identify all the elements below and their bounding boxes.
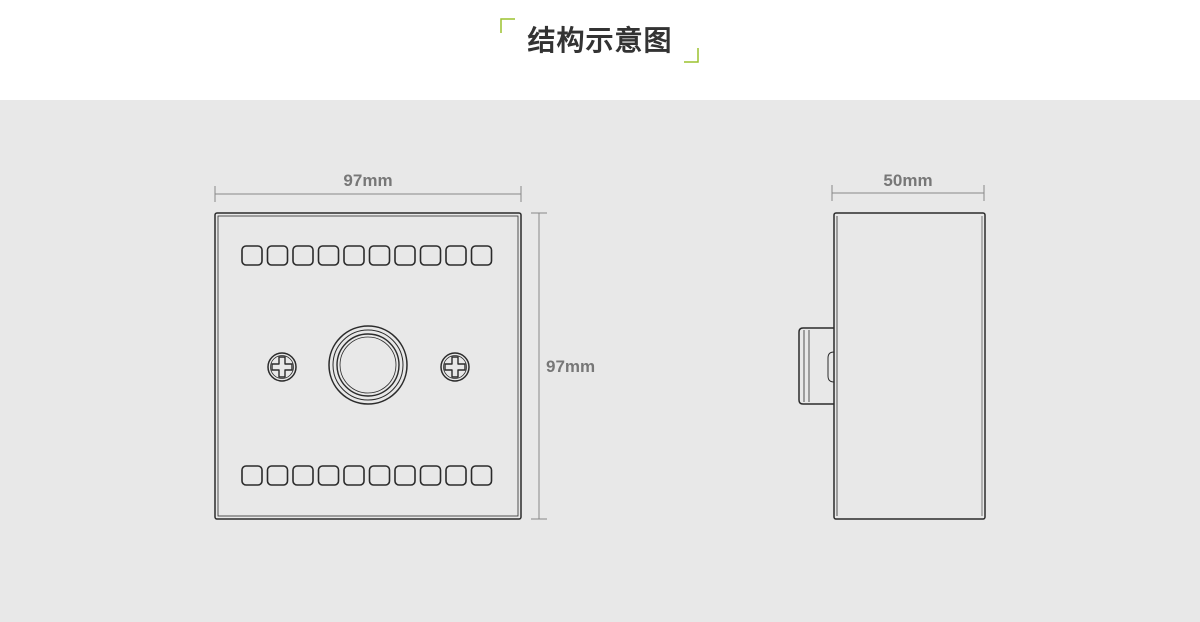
front-view: 97mm 97mm <box>214 171 595 520</box>
indicator-light <box>419 245 442 266</box>
indicator-light <box>394 465 416 486</box>
page-header: 结构示意图 <box>0 0 1200 100</box>
side-knob <box>798 327 835 405</box>
front-width-label: 97mm <box>343 171 392 190</box>
indicator-light <box>266 465 289 486</box>
knob-icon <box>328 325 408 405</box>
indicator-light <box>368 245 391 266</box>
front-height-label: 97mm <box>546 357 595 376</box>
indicator-light <box>419 465 442 486</box>
indicator-row-top <box>241 245 493 266</box>
indicator-light <box>292 245 314 266</box>
side-width-label: 50mm <box>883 171 932 190</box>
indicator-light <box>470 245 493 266</box>
page-title: 结构示意图 <box>527 24 673 57</box>
front-plate-inner-edge <box>217 215 519 517</box>
front-height-dimension <box>531 212 547 520</box>
indicator-light <box>317 465 340 486</box>
diagram-stage <box>0 100 1200 622</box>
corner-bracket-top-left-icon <box>500 18 515 33</box>
side-view: 50mm <box>798 171 986 520</box>
indicator-light <box>292 465 314 486</box>
indicator-light <box>394 245 416 266</box>
corner-bracket-bottom-right-icon <box>684 48 699 63</box>
indicator-light <box>368 465 391 486</box>
indicator-light <box>445 465 467 486</box>
indicator-light <box>445 245 467 266</box>
indicator-light <box>241 465 263 486</box>
indicator-light <box>343 245 365 266</box>
screw-left-icon <box>267 352 297 382</box>
indicator-row-bottom <box>241 465 493 486</box>
indicator-light <box>241 245 263 266</box>
front-width-dimension <box>214 186 522 202</box>
side-body <box>833 212 986 520</box>
indicator-light <box>343 465 365 486</box>
front-plate <box>214 212 522 520</box>
screw-right-icon <box>440 352 470 382</box>
indicator-light <box>266 245 289 266</box>
indicator-light <box>317 245 340 266</box>
side-width-dimension <box>831 185 985 201</box>
indicator-light <box>470 465 493 486</box>
